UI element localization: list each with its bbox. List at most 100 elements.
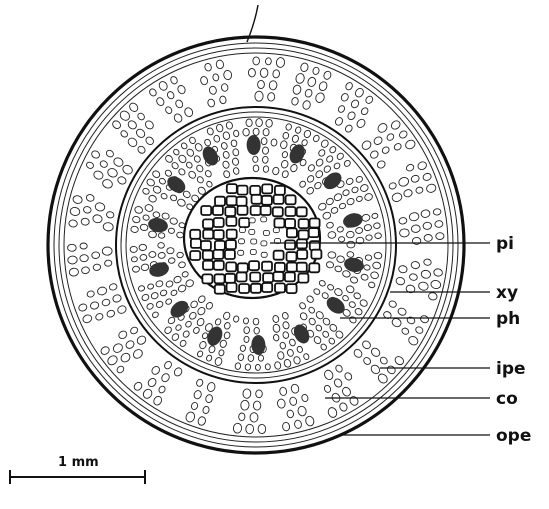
- cell: [428, 292, 438, 301]
- cell: [355, 118, 366, 129]
- cell: [177, 84, 187, 95]
- cell: [92, 252, 100, 259]
- cell: [121, 164, 134, 176]
- cell: [92, 214, 102, 223]
- cell: [290, 383, 299, 393]
- cell: [224, 322, 231, 330]
- pith-cell: [213, 206, 223, 215]
- pith-cell: [252, 195, 262, 204]
- cell: [243, 128, 250, 136]
- cell: [68, 244, 77, 251]
- cell: [82, 314, 93, 324]
- cell: [159, 289, 167, 297]
- cell: [148, 88, 157, 98]
- cell: [189, 300, 198, 309]
- cell: [72, 195, 83, 205]
- cell: [277, 399, 286, 409]
- cell: [273, 334, 280, 341]
- cell: [99, 160, 108, 169]
- cell: [244, 327, 250, 334]
- cell: [433, 208, 442, 215]
- scale-bar: 1 mm: [10, 455, 145, 484]
- cell: [423, 222, 432, 230]
- cell: [188, 311, 197, 320]
- cell: [417, 160, 428, 170]
- cell: [136, 112, 145, 121]
- pith-cell: [287, 263, 297, 272]
- pith-cell: [275, 283, 285, 292]
- cell: [347, 241, 355, 248]
- cell: [97, 286, 108, 296]
- pith-cell: [261, 241, 267, 246]
- pith-cell: [237, 197, 247, 206]
- cell: [185, 161, 193, 169]
- pith-cell: [215, 197, 225, 206]
- cell: [360, 107, 369, 116]
- cell: [253, 318, 259, 325]
- pith-cell: [274, 251, 284, 260]
- cell: [127, 119, 138, 130]
- cell: [245, 364, 251, 371]
- pith-cell: [309, 263, 319, 272]
- cell: [165, 298, 173, 306]
- cell: [327, 406, 339, 419]
- cell: [365, 255, 372, 261]
- cell: [280, 140, 288, 149]
- cell: [146, 302, 154, 310]
- cell: [376, 159, 386, 169]
- cell: [155, 96, 165, 107]
- label-ipe: ipe: [496, 359, 526, 379]
- cell: [265, 58, 271, 65]
- cell: [390, 119, 402, 131]
- pith-cell: [237, 273, 247, 282]
- cell: [231, 139, 238, 147]
- pith-cell: [262, 262, 272, 271]
- cell: [354, 87, 365, 99]
- cell: [371, 213, 378, 219]
- pith-cell: [310, 219, 320, 228]
- cell: [128, 101, 140, 113]
- cell: [368, 281, 376, 288]
- cell: [314, 92, 325, 104]
- cell: [308, 306, 316, 314]
- cell: [328, 251, 337, 258]
- pith-cell: [311, 250, 321, 259]
- cell: [272, 167, 280, 176]
- cell: [415, 186, 424, 194]
- cell: [183, 106, 194, 117]
- cell: [274, 361, 281, 369]
- cell: [148, 231, 156, 238]
- cell: [421, 270, 432, 279]
- cell: [318, 81, 328, 92]
- cell: [269, 80, 278, 90]
- cell: [106, 167, 118, 179]
- cell: [410, 174, 420, 183]
- cell: [375, 233, 382, 239]
- cell: [185, 278, 195, 288]
- cell: [198, 340, 207, 349]
- cell: [209, 86, 218, 96]
- cell: [83, 206, 92, 214]
- cell: [112, 156, 124, 168]
- cell: [106, 309, 116, 318]
- pith-cell: [203, 219, 213, 228]
- cell: [250, 413, 258, 422]
- cell: [253, 156, 258, 162]
- cell: [370, 271, 379, 279]
- cell: [282, 321, 290, 330]
- cell: [86, 194, 95, 202]
- pith-cell: [190, 230, 200, 239]
- cell: [117, 175, 128, 185]
- cell: [279, 387, 287, 396]
- cell: [406, 316, 416, 325]
- cell: [285, 123, 292, 131]
- cell: [317, 202, 327, 211]
- cell: [345, 177, 354, 186]
- cell: [289, 397, 298, 407]
- pith-cell: [299, 230, 309, 239]
- cell: [257, 80, 264, 88]
- cell: [196, 306, 206, 316]
- cell: [322, 330, 330, 338]
- cell: [255, 364, 260, 370]
- cell: [140, 224, 148, 231]
